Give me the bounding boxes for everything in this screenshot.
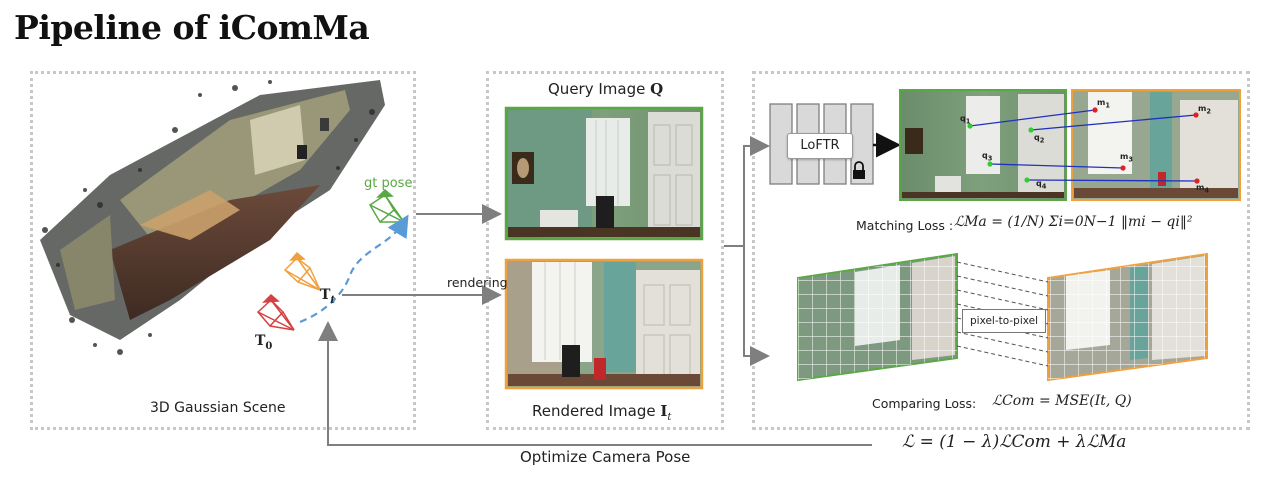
initial-pose-camera-icon xyxy=(256,293,295,331)
point-q2: q2 xyxy=(1034,133,1045,145)
split-connector xyxy=(724,136,770,247)
images-panel xyxy=(486,71,724,430)
point-q3: q3 xyxy=(982,151,993,163)
pixel-to-pixel-label: pixel-to-pixel xyxy=(962,309,1046,333)
warped-query-image xyxy=(797,252,958,382)
q-points xyxy=(967,123,1034,183)
point-m1: m1 xyxy=(1097,98,1110,110)
query-image-label: Query Image Q xyxy=(548,80,664,98)
matching-query-image xyxy=(899,89,1067,201)
optimization-path xyxy=(299,214,409,324)
optimize-feedback-arrow xyxy=(318,321,872,446)
warped-rendered-image xyxy=(1047,252,1208,382)
split-connector-lower xyxy=(743,246,770,366)
tt-label: Tt xyxy=(320,287,336,306)
t0-label: T0 xyxy=(255,333,273,352)
point-q1: q1 xyxy=(960,114,971,126)
scene-panel xyxy=(30,71,416,430)
point-m3: m3 xyxy=(1120,152,1133,164)
current-pose-camera-icon xyxy=(283,251,321,291)
loftr-label: LoFTR xyxy=(787,133,853,159)
gaussian-point-cloud xyxy=(40,80,385,355)
m-points xyxy=(1092,107,1200,184)
optimize-camera-pose-label: Optimize Camera Pose xyxy=(520,448,691,466)
rendered-image xyxy=(504,258,704,390)
matching-loss-label: Matching Loss : xyxy=(856,218,954,233)
scene-label: 3D Gaussian Scene xyxy=(150,400,286,416)
point-m4: m4 xyxy=(1196,183,1209,195)
comparing-loss-label: Comparing Loss: xyxy=(872,396,977,411)
matching-loss-formula: ℒMa = (1/N) Σi=0N−1 ‖mi − qi‖² xyxy=(954,214,1193,230)
page-title: Pipeline of iComMa xyxy=(14,8,370,47)
loss-panel xyxy=(752,71,1250,430)
match-lines xyxy=(969,109,1198,182)
rendering-label: rendering xyxy=(447,275,508,290)
matching-rendered-image xyxy=(1071,89,1241,201)
lock-icon xyxy=(853,161,865,179)
total-loss-formula: ℒ = (1 − λ)ℒCom + λℒMa xyxy=(902,432,1127,452)
gt-pose-label: gt pose xyxy=(364,176,413,191)
query-image xyxy=(504,106,704,241)
rendered-image-label: Rendered Image It xyxy=(532,402,672,423)
comparing-loss-formula: ℒCom = MSE(It, Q) xyxy=(992,393,1132,409)
point-m2: m2 xyxy=(1198,104,1211,116)
point-q4: q4 xyxy=(1036,179,1047,191)
gt-pose-camera-icon xyxy=(368,188,405,224)
